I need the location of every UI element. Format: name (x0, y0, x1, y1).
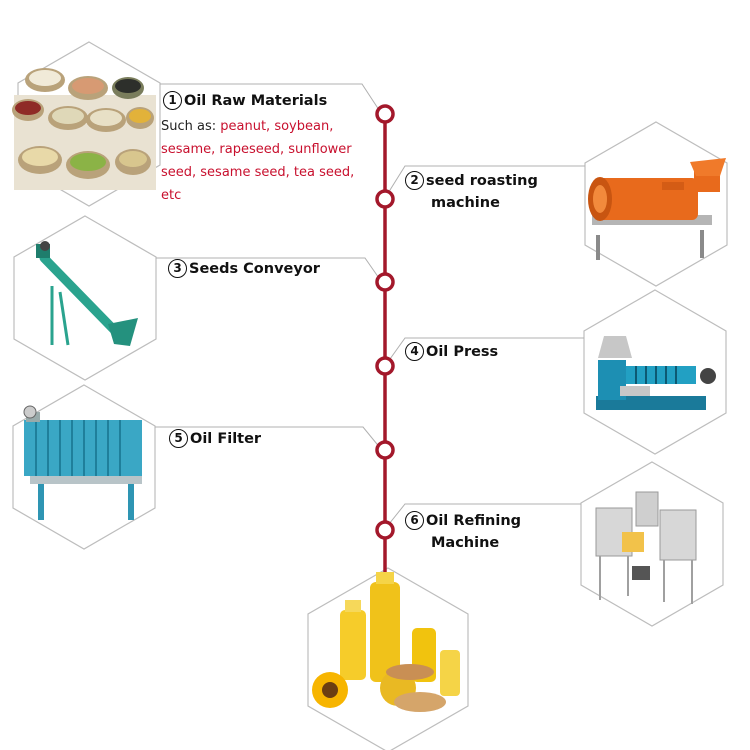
step-3-number: 3 (168, 259, 187, 278)
hexagon-frame-5 (12, 384, 156, 550)
step-1-number: 1 (163, 91, 182, 110)
bottled-oil-sunflower-image (312, 572, 460, 712)
step-5-title: Oil Filter (190, 431, 262, 447)
materials-line-2: sesame, rapeseed, sunflower (161, 142, 352, 157)
connector-line-5 (155, 426, 382, 450)
connector-line-2 (384, 165, 585, 199)
screw-press-image (596, 336, 716, 410)
connector-line-3 (156, 257, 382, 282)
step-1-title: Oil Raw Materials (184, 93, 328, 109)
step-6-title-line-2: Machine (431, 535, 500, 551)
connector-line-1 (160, 83, 382, 114)
timeline-node-3 (375, 272, 395, 292)
step-4-title: Oil Press (426, 344, 499, 360)
step-6-number: 6 (405, 511, 424, 530)
hexagon-frame-2 (584, 121, 728, 287)
connector-line-4 (384, 337, 584, 367)
hexagon-frame-4 (583, 289, 727, 455)
step-2-number: 2 (405, 171, 424, 190)
timeline-node-5 (375, 440, 395, 460)
materials-line-1: peanut, soybean, (220, 119, 334, 134)
step-3-title: Seeds Conveyor (189, 261, 320, 277)
step-6-title: Oil Refining (426, 513, 522, 529)
raw-materials-description: Such as: peanut, soybean, sesame, rapesee… (161, 115, 376, 207)
hexagon-frame-3 (13, 215, 157, 381)
refining-tanks-image (595, 491, 697, 604)
screw-conveyor-image (36, 241, 138, 346)
connector-line-6 (384, 503, 581, 530)
materials-line-3: seed, sesame seed, tea seed, (161, 165, 355, 180)
step-5-number: 5 (169, 429, 188, 448)
roasting-drum-image (588, 158, 726, 260)
timeline-node-2 (375, 189, 395, 209)
plate-filter-image (23, 405, 142, 520)
hexagon-frame-6 (580, 461, 724, 627)
hexagon-frame-1 (17, 41, 161, 207)
grain-sacks-image (12, 68, 156, 190)
step-4-number: 4 (405, 342, 424, 361)
materials-intro: Such as: (161, 119, 221, 134)
timeline-node-6 (375, 520, 395, 540)
materials-line-4: etc (161, 188, 182, 203)
step-2-title: seed roasting (426, 173, 538, 189)
step-2-title-line-2: machine (431, 195, 500, 211)
timeline-node-1 (375, 104, 395, 124)
hexagon-frame-final (307, 567, 469, 750)
timeline-node-4 (375, 356, 395, 376)
